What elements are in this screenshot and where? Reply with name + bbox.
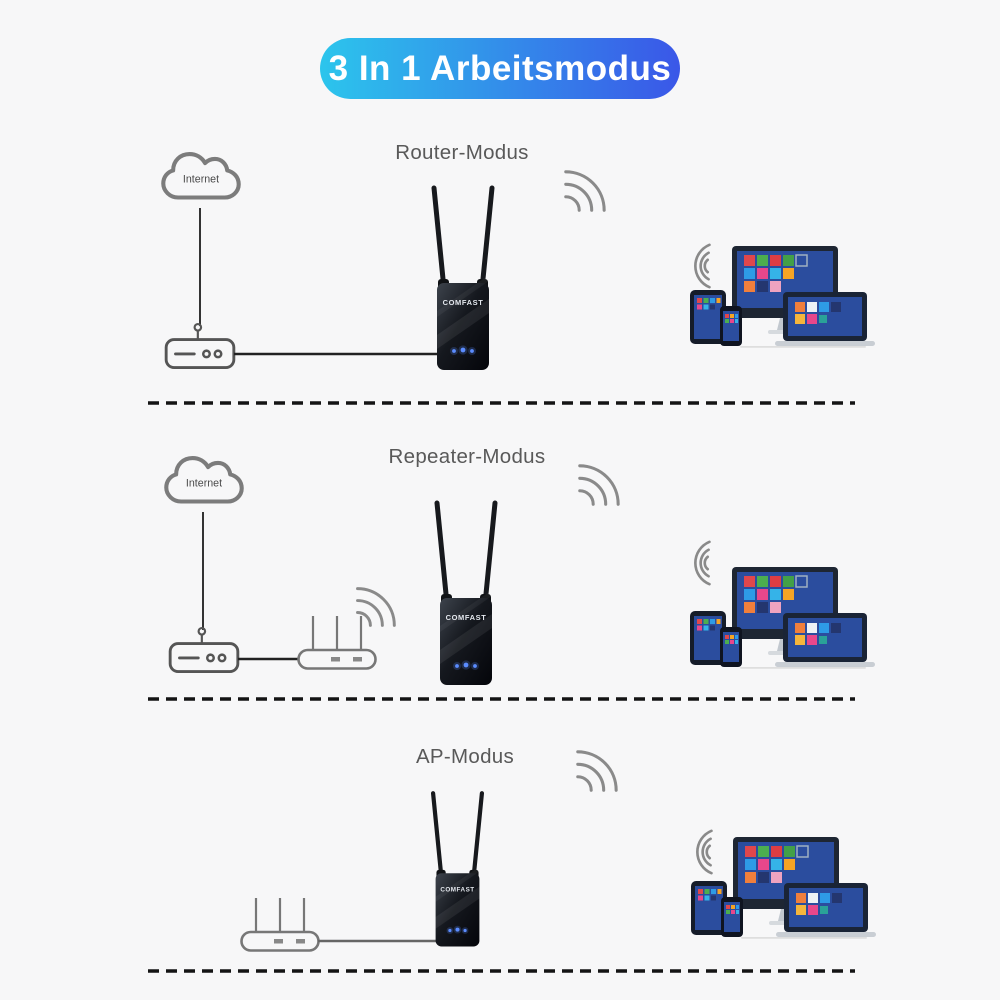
title-badge: 3 In 1 Arbeitsmodus (320, 38, 680, 99)
section-router-modus (163, 154, 876, 370)
devices-cluster (690, 836, 877, 939)
section-label-router-modus: Router-Modus (395, 141, 529, 164)
section-label-ap-modus: AP-Modus (415, 745, 515, 768)
modem-icon (168, 626, 240, 674)
repeater-device (433, 793, 482, 946)
section-ap-modus (240, 750, 877, 952)
internet-cloud-icon (163, 154, 238, 197)
section-repeater-modus (166, 458, 876, 685)
wifi-signal-icon (576, 750, 618, 792)
wifi-receive-icon (695, 829, 713, 875)
devices-cluster (689, 245, 876, 348)
wifi-signal-icon (355, 586, 396, 628)
page-title: 3 In 1 Arbeitsmodus (328, 48, 672, 88)
modem-icon (164, 322, 236, 370)
wifi-router-icon (240, 896, 320, 952)
section-label-repeater-modus: Repeater-Modus (388, 445, 546, 468)
wifi-signal-icon (564, 170, 606, 212)
wifi-receive-icon (693, 540, 711, 586)
repeater-device (437, 503, 495, 685)
wifi-router-icon (297, 614, 377, 670)
devices-cluster (689, 566, 876, 669)
repeater-device (434, 188, 492, 370)
wifi-signal-icon (578, 464, 620, 506)
wifi-receive-icon (693, 243, 711, 289)
internet-cloud-icon (166, 458, 241, 501)
